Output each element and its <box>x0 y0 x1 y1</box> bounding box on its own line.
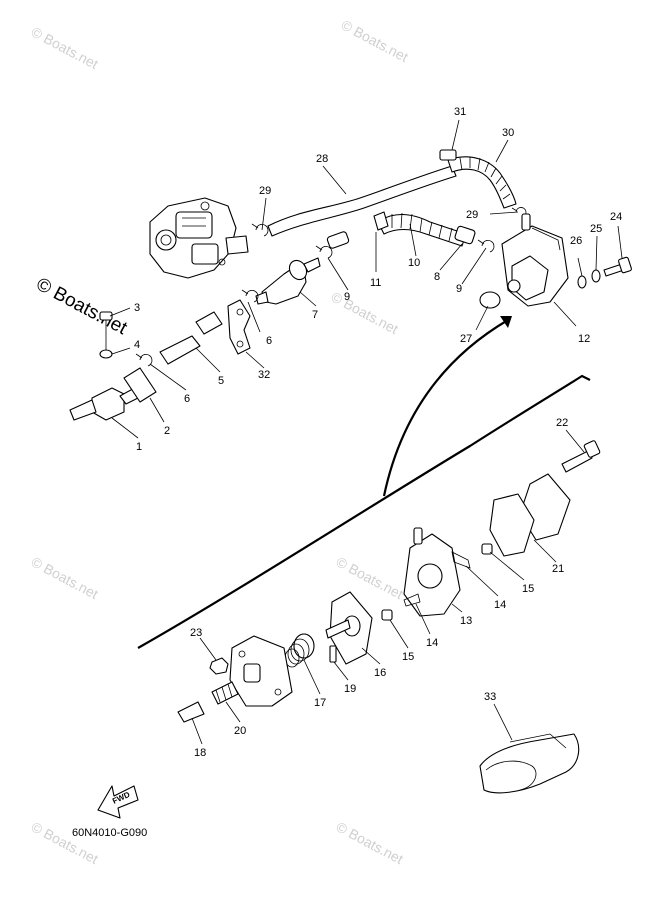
callout-27: 27 <box>460 333 472 345</box>
part-19-pin <box>329 645 337 663</box>
watermarks: © Boats.net © Boats.net © Boats.net © Bo… <box>29 17 411 868</box>
callout-18: 18 <box>194 747 206 759</box>
callout-14a: 14 <box>494 599 506 611</box>
part-3-bolt <box>99 311 113 350</box>
callout-9a: 9 <box>344 291 350 303</box>
callout-16: 16 <box>374 667 386 679</box>
callout-25: 25 <box>590 223 602 235</box>
fwd-arrow: FWD <box>97 785 139 819</box>
part-26-washer <box>577 275 587 289</box>
part-7-fuel-filter <box>255 257 321 305</box>
callout-24: 24 <box>610 211 622 223</box>
callout-22: 22 <box>556 417 568 429</box>
callout-23: 23 <box>190 627 202 639</box>
callout-29b: 29 <box>466 209 478 221</box>
carburetor <box>149 197 249 279</box>
part-33-cover <box>479 733 580 794</box>
callout-17: 17 <box>314 697 326 709</box>
part-2-gasket <box>123 367 157 403</box>
callout-7: 7 <box>312 309 318 321</box>
callout-6b: 6 <box>184 393 190 405</box>
callout-26: 26 <box>570 235 582 247</box>
part-25-washer <box>591 269 601 283</box>
part-17-spring <box>284 633 315 668</box>
part-16-plate <box>325 591 373 665</box>
callout-15b: 15 <box>402 651 414 663</box>
callout-30: 30 <box>502 127 514 139</box>
part-9-clip <box>315 239 495 259</box>
part-29-clip <box>251 207 527 237</box>
callout-15a: 15 <box>522 583 534 595</box>
part-10-corrugated-hose <box>373 211 467 247</box>
callout-28: 28 <box>316 153 328 165</box>
callout-12: 12 <box>578 333 590 345</box>
part-31-clip <box>439 149 457 161</box>
callout-11: 11 <box>370 277 381 289</box>
callout-6a: 6 <box>266 335 272 347</box>
callout-29a: 29 <box>259 185 271 197</box>
callout-8: 8 <box>434 271 440 283</box>
callout-14b: 14 <box>426 637 438 649</box>
callout-13: 13 <box>460 615 472 627</box>
watermark-text: © Boats.net <box>329 289 401 338</box>
part-23-nut <box>209 657 229 675</box>
part-4-washer <box>99 349 113 359</box>
watermark-text: © Boats.net <box>29 24 101 73</box>
part-pump-base <box>229 635 293 707</box>
part-22-bolt <box>561 440 601 473</box>
watermark-text: © Boats.net <box>29 819 101 868</box>
callouts: 31 30 28 29 29 24 25 26 10 8 11 9 9 7 27… <box>134 106 622 759</box>
watermark-text: © Boats.net <box>339 17 411 66</box>
part-27-o-ring <box>479 291 501 309</box>
callout-4: 4 <box>134 339 140 351</box>
part-14-gasket <box>403 551 471 607</box>
callout-19: 19 <box>344 683 356 695</box>
part-12-fuel-pump <box>501 213 569 307</box>
part-8-sleeve <box>454 225 476 245</box>
callout-33: 33 <box>484 691 496 703</box>
callout-5: 5 <box>218 375 224 387</box>
hose-segment <box>326 231 350 249</box>
part-28-hose <box>267 165 457 237</box>
callout-3: 3 <box>134 302 140 314</box>
part-18-valve <box>177 701 205 723</box>
watermark-text-dark: © Boats.net <box>33 274 131 340</box>
watermark-text: © Boats.net <box>29 554 101 603</box>
part-24-bolt <box>603 256 632 277</box>
callout-32: 32 <box>258 369 270 381</box>
diagram-code: 60N4010-G090 <box>72 827 147 839</box>
part-21-cover <box>489 473 571 557</box>
leader-lines <box>109 119 623 745</box>
callout-20: 20 <box>234 725 246 737</box>
part-30-corrugated-hose <box>447 156 517 209</box>
callout-10: 10 <box>408 257 420 269</box>
part-32-clamp <box>227 299 251 355</box>
callout-2: 2 <box>164 425 170 437</box>
watermark-text: © Boats.net <box>334 819 406 868</box>
part-13-pump-body <box>403 527 461 617</box>
exploded-view-divider <box>137 316 591 649</box>
part-20-spring <box>211 681 239 705</box>
callout-9b: 9 <box>456 283 462 295</box>
part-5-hose <box>159 311 223 365</box>
part-1-fuel-joint <box>69 385 143 421</box>
callout-21: 21 <box>552 563 564 575</box>
callout-31: 31 <box>454 106 466 118</box>
callout-1: 1 <box>136 441 142 453</box>
part-15-screw <box>381 543 493 621</box>
